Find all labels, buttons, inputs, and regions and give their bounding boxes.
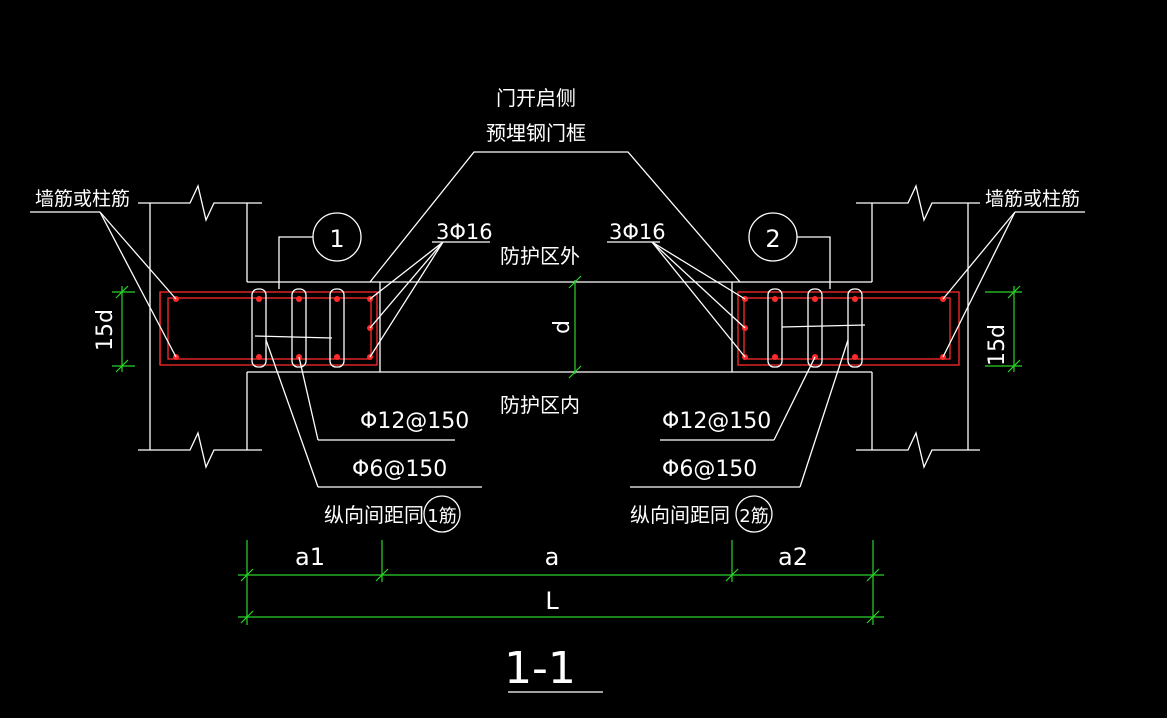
left-rebar-dots	[173, 296, 373, 360]
anchor-right-label: 15d	[985, 324, 1010, 366]
section-title: 1-1	[504, 643, 576, 694]
bar-right-label: 3Φ16	[609, 220, 666, 244]
marker-circle-2: 2	[748, 212, 798, 262]
dim-L-label: L	[545, 587, 559, 615]
embedded-frame-label: 预埋钢门框	[486, 121, 586, 145]
door-side-label: 门开启侧	[496, 86, 576, 110]
marker-circle-1: 1	[312, 212, 362, 262]
slab-outline	[247, 281, 872, 373]
thickness-label: d	[550, 320, 575, 334]
tie-right-label: Φ6@150	[662, 457, 757, 482]
ref-circle-left	[423, 495, 461, 533]
right-rebar-cage	[737, 288, 960, 368]
right-wall-outline	[856, 184, 980, 469]
ref-circle-right	[735, 495, 773, 533]
marker-2-text: 2	[765, 225, 780, 253]
dim-a-label: a	[545, 543, 560, 571]
spacing-right-label: 纵向间距同	[630, 503, 730, 527]
text-labels: 门开启侧 预埋钢门框 墙筋或柱筋 墙筋或柱筋 3Φ16 3Φ16 防护区外 防护…	[35, 86, 1080, 527]
dimension-lines	[112, 275, 1022, 625]
ref-right-label: 2筋	[739, 506, 768, 527]
ref-left-label: 1筋	[427, 506, 456, 527]
stirrup-left-label: Φ12@150	[360, 409, 469, 434]
leader-lines	[30, 151, 1085, 693]
inside-zone-label: 防护区内	[500, 393, 580, 417]
wall-rebar-right-label: 墙筋或柱筋	[985, 188, 1080, 210]
left-wall-outline	[138, 184, 262, 469]
anchor-left-label: 15d	[93, 309, 118, 351]
wall-rebar-left-label: 墙筋或柱筋	[35, 188, 130, 210]
outside-zone-label: 防护区外	[500, 244, 580, 268]
dim-a1-label: a1	[295, 543, 325, 571]
dim-a2-label: a2	[778, 543, 808, 571]
stirrup-right-label: Φ12@150	[662, 409, 771, 434]
spacing-left-label: 纵向间距同	[324, 503, 424, 527]
left-rebar-cage	[159, 288, 378, 368]
tie-left-label: Φ6@150	[352, 457, 447, 482]
bar-left-label: 3Φ16	[436, 220, 493, 244]
marker-1-text: 1	[329, 225, 344, 253]
